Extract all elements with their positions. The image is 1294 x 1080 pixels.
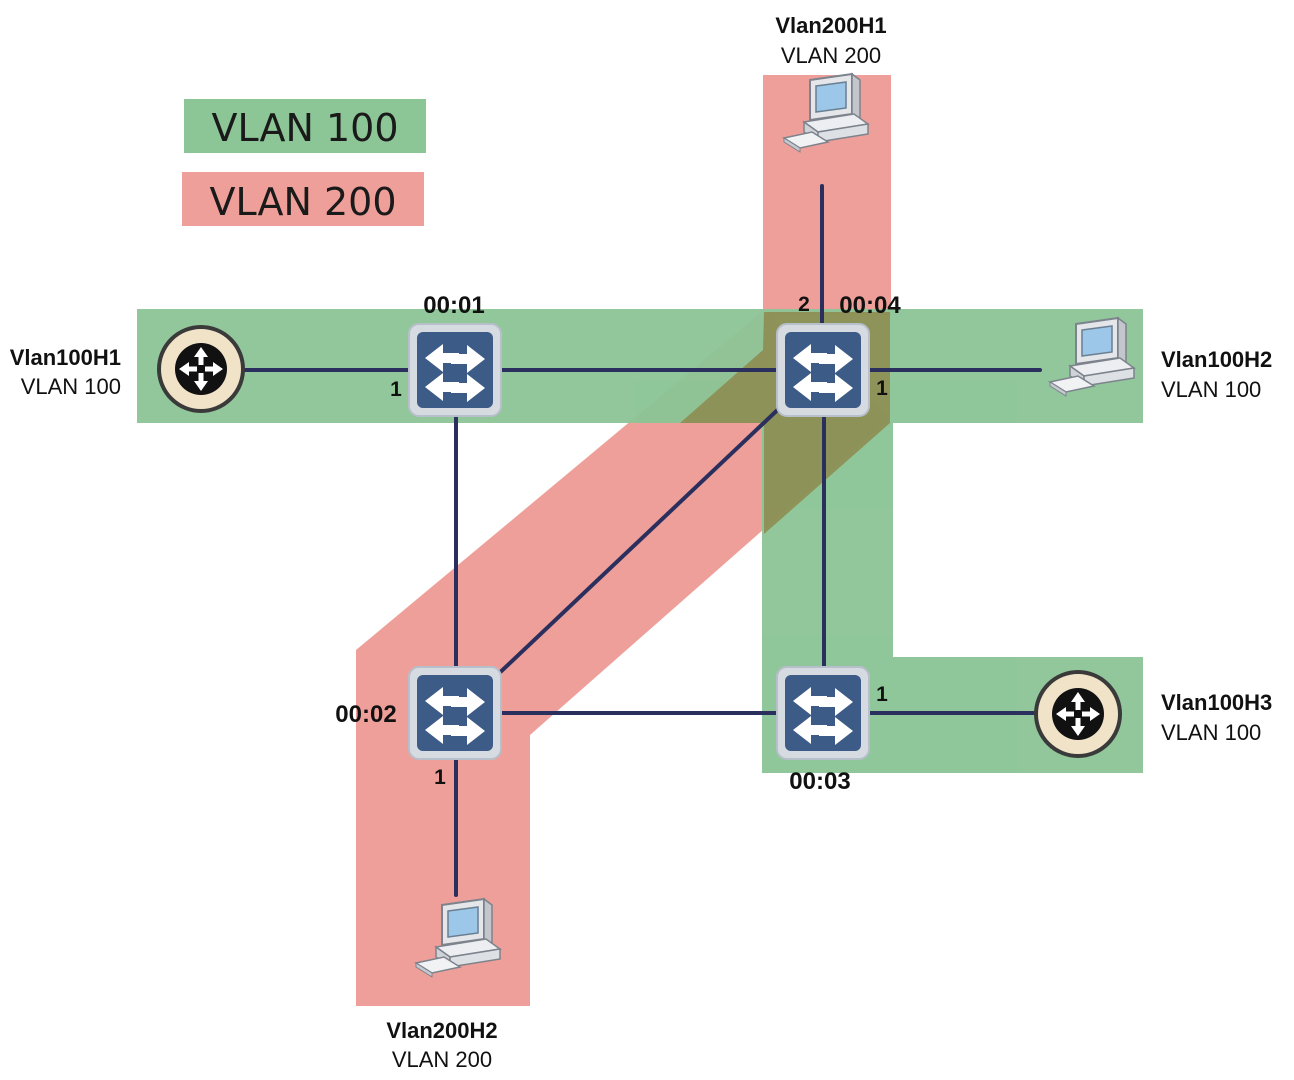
link-s4-s2 <box>490 398 790 682</box>
switch-icon <box>776 666 870 760</box>
label-vlan200h1: Vlan200H1 VLAN 200 <box>774 12 888 70</box>
switch-s3-label: 00:03 <box>789 768 850 795</box>
router-icon <box>1034 670 1122 758</box>
port-s4-vlan200h1: 2 <box>798 293 810 316</box>
label-vlan100h1: Vlan100H1 VLAN 100 <box>8 344 122 401</box>
links <box>242 184 1042 897</box>
host-vlan100h1[interactable] <box>157 325 245 413</box>
legend: VLAN 100 VLAN 200 <box>182 99 426 226</box>
host-vlan: VLAN 100 <box>1161 377 1261 402</box>
legend-vlan100-label: VLAN 100 <box>211 106 398 150</box>
host-vlan: VLAN 100 <box>1161 720 1261 745</box>
host-name: Vlan100H2 <box>1161 347 1272 372</box>
switch-icon <box>408 666 502 760</box>
switch-icon <box>408 323 502 417</box>
host-vlan: VLAN 100 <box>21 374 121 399</box>
label-vlan200h2: Vlan200H2 VLAN 200 <box>385 1017 499 1074</box>
port-s4-vlan100h2: 1 <box>876 377 888 400</box>
switch-s3[interactable] <box>776 666 870 760</box>
switch-s2[interactable] <box>408 666 502 760</box>
label-vlan100h3: Vlan100H3 VLAN 100 <box>1160 689 1274 747</box>
switch-s4[interactable] <box>776 323 870 417</box>
switch-s1[interactable] <box>408 323 502 417</box>
host-vlan: VLAN 200 <box>781 43 881 68</box>
switch-s1-label: 00:01 <box>423 292 484 319</box>
host-name: Vlan100H3 <box>1161 690 1272 715</box>
port-s1-vlan100h1: 1 <box>390 378 402 401</box>
vlan100-band-horizontal <box>137 309 1143 423</box>
router-icon <box>157 325 245 413</box>
host-vlan100h3[interactable] <box>1034 670 1122 758</box>
host-name: Vlan100H1 <box>10 345 121 370</box>
host-name: Vlan200H2 <box>386 1018 497 1043</box>
legend-vlan200-swatch <box>182 172 424 226</box>
label-vlan100h2: Vlan100H2 VLAN 100 <box>1160 346 1274 404</box>
switch-s4-label: 00:04 <box>839 292 901 319</box>
port-s3-vlan100h3: 1 <box>876 683 888 706</box>
switch-icon <box>776 323 870 417</box>
host-vlan: VLAN 200 <box>392 1047 492 1072</box>
switch-s2-label: 00:02 <box>335 701 396 728</box>
port-s2-vlan200h2: 1 <box>434 766 446 789</box>
legend-vlan200-label: VLAN 200 <box>209 180 396 224</box>
legend-vlan100-swatch <box>184 99 426 153</box>
host-name: Vlan200H1 <box>775 13 886 38</box>
